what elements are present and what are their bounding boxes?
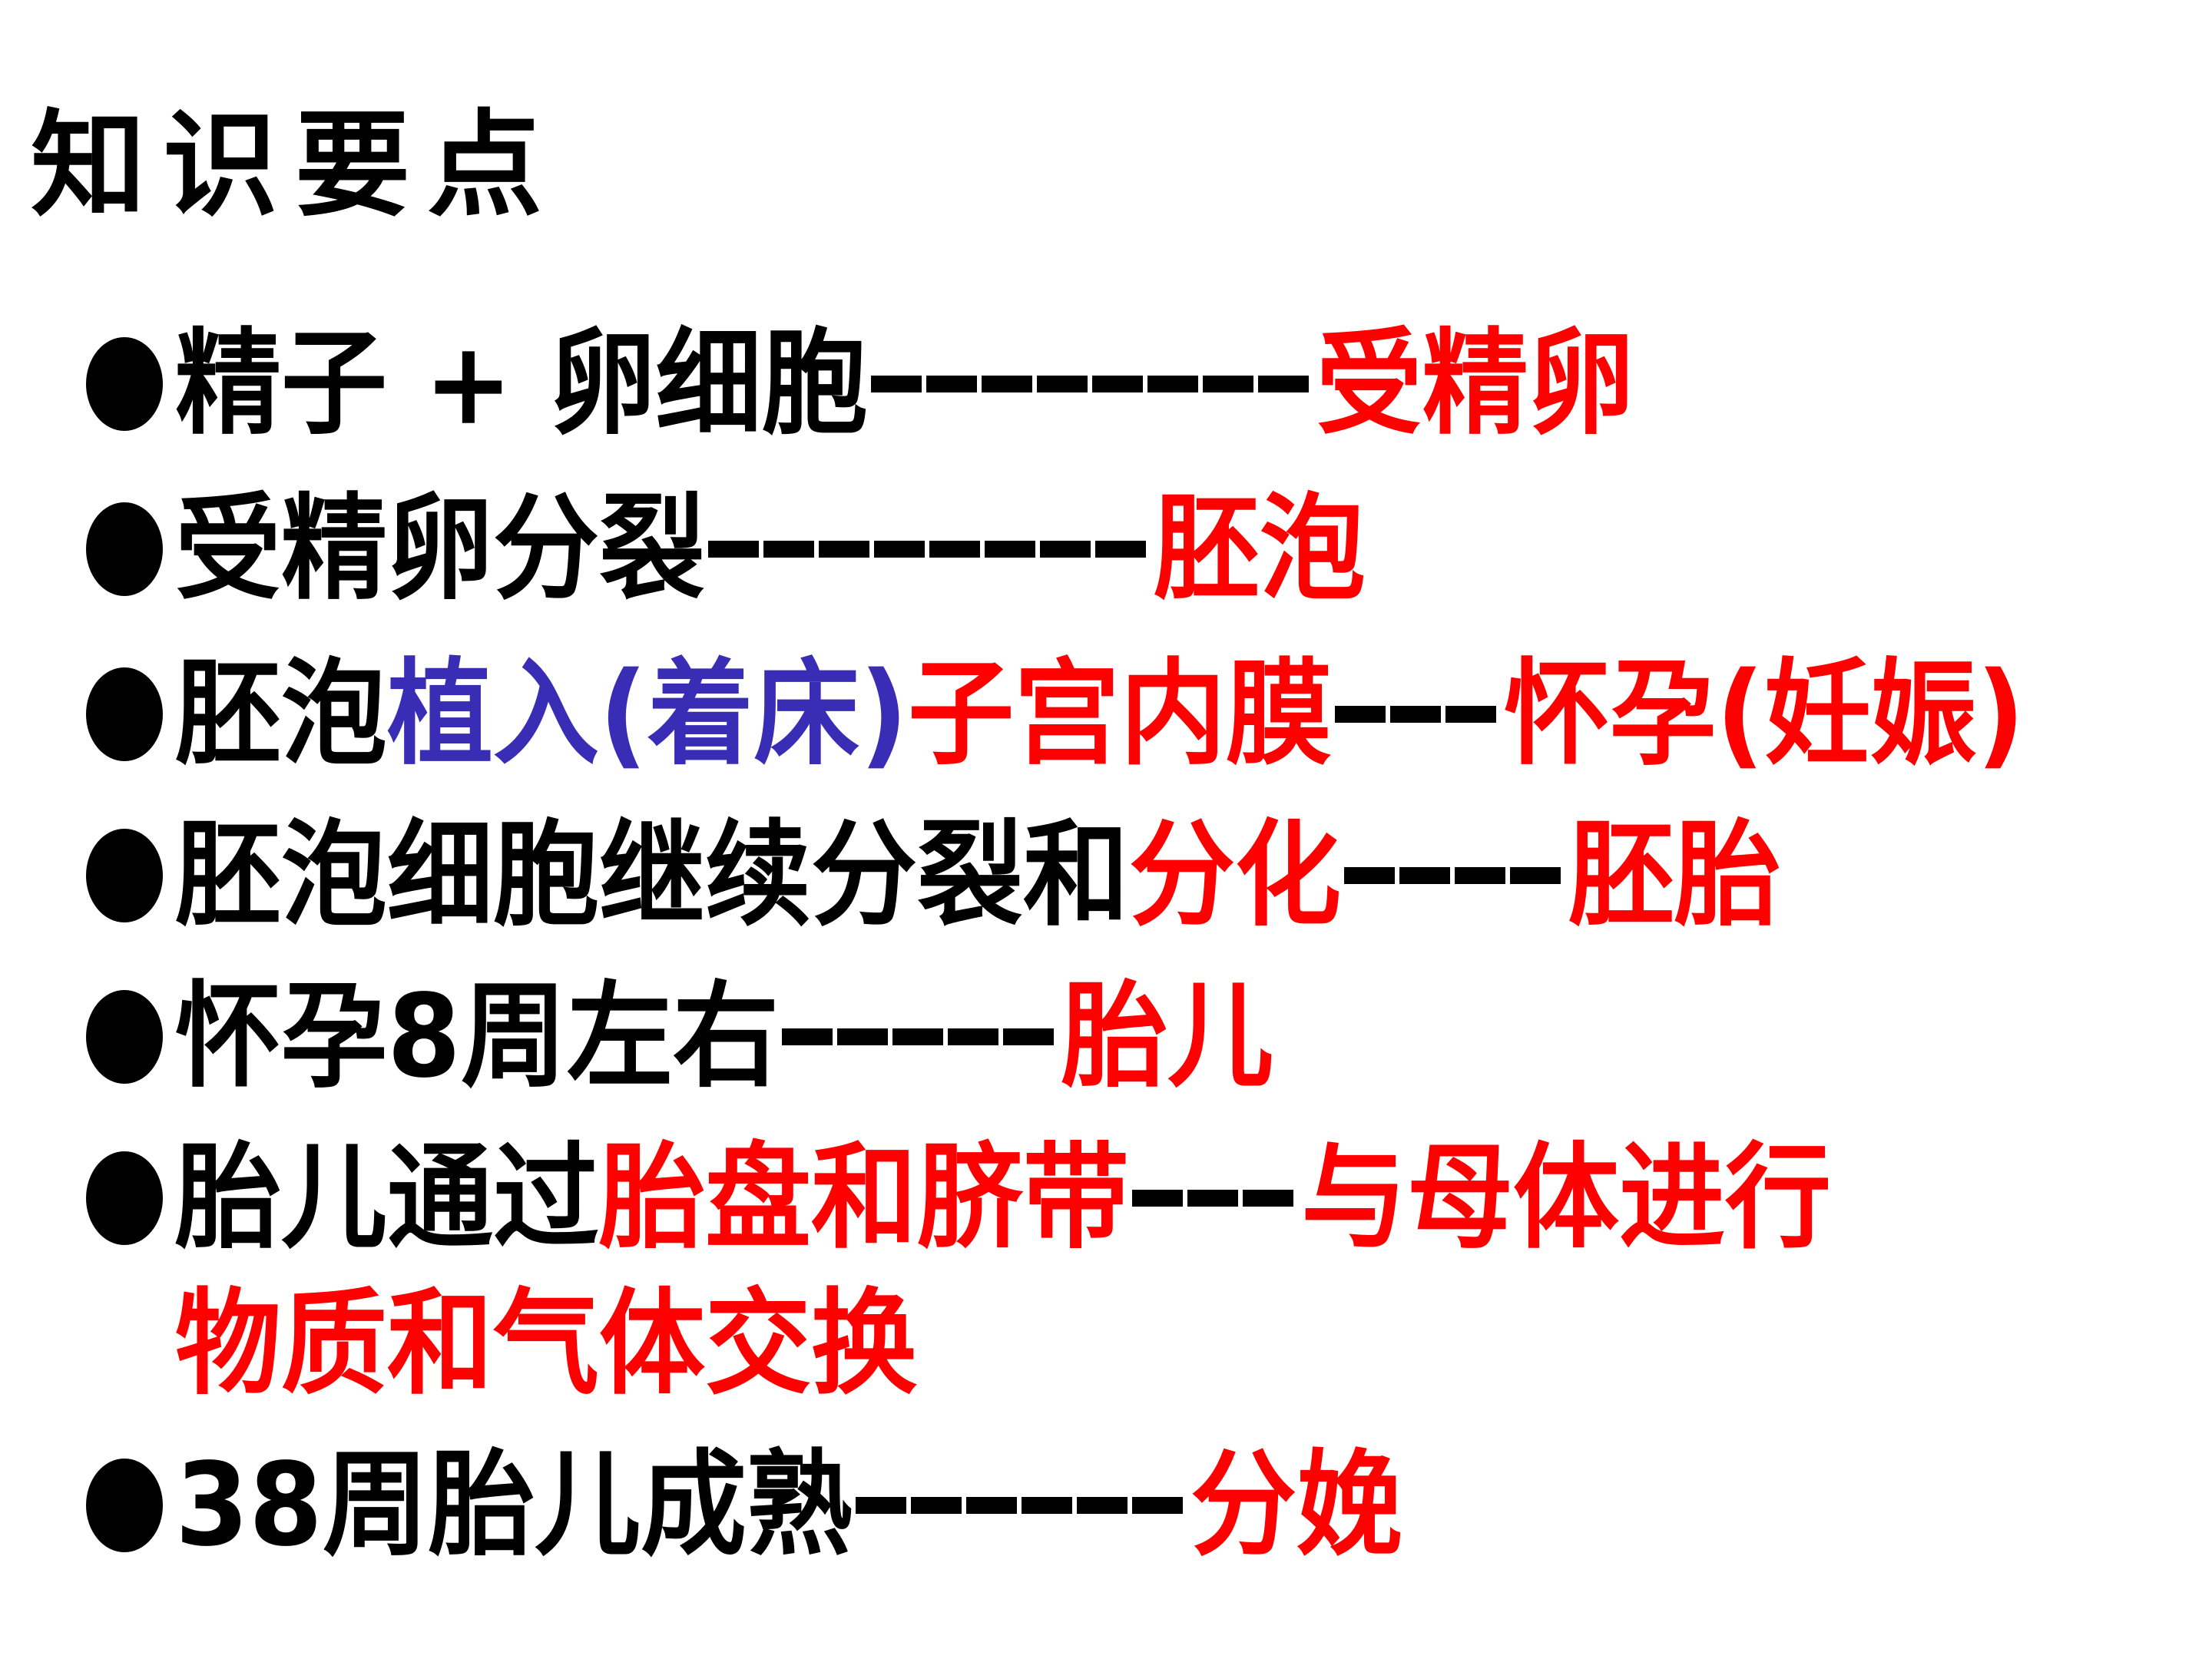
dash-segment xyxy=(966,1497,1018,1514)
dash-connector xyxy=(1132,1190,1298,1207)
dash-segment xyxy=(1243,1190,1294,1207)
dash-segment xyxy=(1510,867,1561,884)
bullet-line-3: 胚泡 植入(着床) 子宫内膜 怀孕(妊娠) xyxy=(86,647,2025,780)
dash-segment xyxy=(926,376,977,392)
dash-connector xyxy=(870,376,1313,392)
dash-segment xyxy=(763,541,815,558)
dash-segment xyxy=(819,541,870,558)
dash-connector xyxy=(856,1497,1187,1514)
dash-segment xyxy=(1344,867,1396,884)
dash-segment xyxy=(1187,1190,1239,1207)
dash-segment xyxy=(1445,706,1497,723)
bullet-line-7: 38周胎儿成熟 分娩 xyxy=(86,1439,1402,1571)
dash-segment xyxy=(1036,376,1088,392)
dash-segment xyxy=(1202,376,1253,392)
dash-segment xyxy=(1022,1497,1073,1514)
line-5-result: 胎儿 xyxy=(1061,969,1274,1104)
line-3-endometrium: 子宫内膜 xyxy=(908,647,1333,781)
dash-segment xyxy=(1003,1028,1055,1045)
bullet-line-5: 怀孕8周左右 胎儿 xyxy=(86,970,1273,1103)
dash-segment xyxy=(1147,376,1198,392)
dash-segment xyxy=(874,541,926,558)
dash-segment xyxy=(782,1028,833,1045)
dash-segment xyxy=(948,1028,999,1045)
line-2-subject: 受精卵分裂 xyxy=(175,482,706,616)
dash-connector xyxy=(782,1028,1058,1045)
bullet-line-1: 精子 + 卵细胞 受精卵 xyxy=(86,317,1634,450)
line-7-subject: 38周胎儿成熟 xyxy=(175,1438,853,1572)
line-6-result: 与母体进行 xyxy=(1301,1131,1832,1265)
dash-segment xyxy=(1091,376,1143,392)
dash-segment xyxy=(1390,706,1442,723)
bullet-dot-icon xyxy=(86,1151,163,1245)
dash-segment xyxy=(1399,867,1451,884)
dash-segment xyxy=(892,1028,944,1045)
dash-connector xyxy=(1335,706,1501,723)
dash-segment xyxy=(1132,1190,1184,1207)
dash-segment xyxy=(1132,1497,1184,1514)
bullet-line-4: 胚泡细胞继续分裂和 分化 胚胎 xyxy=(86,809,1780,942)
line-4-result: 胚胎 xyxy=(1568,808,1781,942)
dash-segment xyxy=(870,376,922,392)
dash-connector xyxy=(708,541,1151,558)
bullet-dot-icon xyxy=(86,1459,163,1552)
dash-segment xyxy=(1455,867,1506,884)
bullet-line-6-continuation: 物质和气体交换 xyxy=(175,1277,917,1411)
dash-segment xyxy=(981,376,1032,392)
line-1-subject: 精子 + 卵细胞 xyxy=(175,316,868,451)
line-1-result: 受精卵 xyxy=(1316,316,1634,451)
dash-segment xyxy=(1257,376,1309,392)
dash-segment xyxy=(929,541,981,558)
dash-segment xyxy=(985,541,1036,558)
dash-segment xyxy=(1095,541,1147,558)
dash-segment xyxy=(1077,1497,1128,1514)
line-3-subject: 胚泡 xyxy=(175,647,388,781)
line-2-result: 胚泡 xyxy=(1154,482,1366,616)
line-7-result: 分娩 xyxy=(1190,1438,1403,1572)
dash-connector xyxy=(1344,867,1565,884)
bullet-dot-icon xyxy=(86,667,163,761)
bullet-dot-icon xyxy=(86,829,163,922)
line-5-subject: 怀孕8周左右 xyxy=(175,969,780,1104)
dash-segment xyxy=(708,541,760,558)
bullet-line-2: 受精卵分裂 胚泡 xyxy=(86,482,1366,615)
dash-segment xyxy=(837,1028,889,1045)
line-4-subject: 胚泡细胞继续分裂和 xyxy=(175,808,1130,942)
slide-title: 知识要点 xyxy=(31,98,560,233)
line-3-implantation: 植入(着床) xyxy=(387,647,909,781)
bullet-dot-icon xyxy=(86,990,163,1084)
dash-segment xyxy=(911,1497,962,1514)
bullet-dot-icon xyxy=(86,502,163,596)
bullet-line-6: 胎儿通过 胎盘和脐带 与母体进行 xyxy=(86,1131,1831,1264)
line-6-placenta: 胎盘和脐带 xyxy=(599,1131,1130,1265)
line-6-subject: 胎儿通过 xyxy=(175,1131,600,1265)
dash-segment xyxy=(1040,541,1091,558)
dash-segment xyxy=(856,1497,907,1514)
line-6-continuation-text: 物质和气体交换 xyxy=(175,1277,918,1411)
line-4-differentiation: 分化 xyxy=(1129,808,1342,942)
line-3-result: 怀孕(妊娠) xyxy=(1504,647,2025,781)
dash-segment xyxy=(1335,706,1386,723)
bullet-dot-icon xyxy=(86,337,163,431)
